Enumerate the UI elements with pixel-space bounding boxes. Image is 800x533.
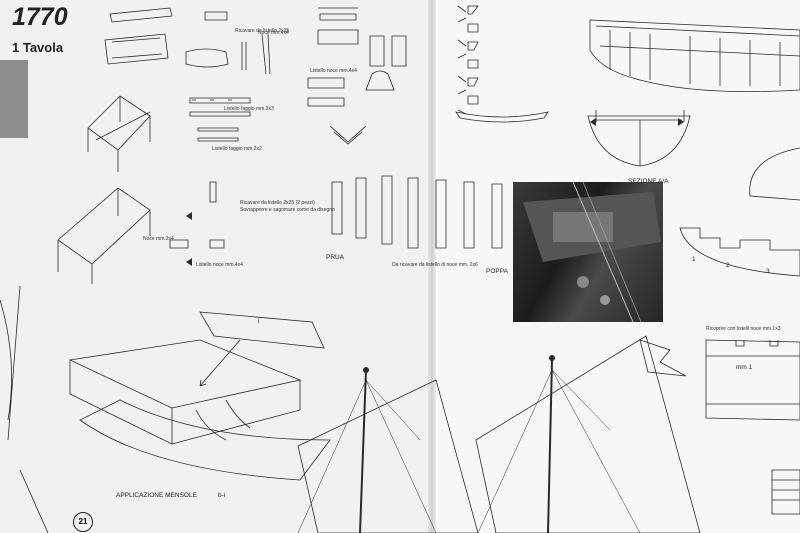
strip-3 [381, 175, 393, 245]
mensole-hull [79, 399, 331, 481]
label-listello-noce-4x4-b: Listello noce mm.4x4 [196, 262, 243, 268]
notched-plank [679, 227, 800, 277]
strip-row-3 [197, 127, 239, 142]
label-faggio-2x2: Listello faggio mm.2x2 [212, 146, 262, 152]
strip-4 [407, 177, 419, 249]
label-ricavare-2-pezzi: Ricavare da listello 2x25 (2 pezzi) [240, 200, 315, 206]
left-edge-line [19, 469, 49, 533]
label-ricavare-2x25: Ricavare da listello 2x25 [235, 28, 290, 34]
chevron-bracket [329, 125, 367, 145]
label-n3: 3 [766, 268, 770, 275]
rigging-left [297, 379, 437, 533]
label-sovrapporre: Sovrapporre e sagomare come da disegno [240, 207, 335, 213]
top-part-block [204, 11, 228, 21]
strip-poppa [491, 183, 503, 249]
small-post-2 [261, 33, 271, 75]
small-post-1 [241, 42, 247, 70]
iso-frame-2 [57, 187, 151, 284]
mast-top-left [363, 367, 369, 373]
left-edge-sail [0, 285, 21, 441]
center-part-c [365, 70, 395, 91]
label-mm1: mm 1 [736, 364, 753, 371]
sail-left [297, 379, 479, 533]
mensole-brackets [195, 399, 251, 441]
strip-prua-2 [355, 177, 367, 239]
top-part-bar [109, 7, 173, 23]
page-fold [428, 0, 436, 533]
arrow-marker-2 [186, 212, 192, 220]
left-page [0, 0, 432, 533]
noce-piece [169, 181, 225, 249]
strip-row-2 [189, 111, 251, 117]
mensole-arrow [199, 339, 241, 387]
label-prua: PRUA [326, 254, 345, 261]
bow-arc [749, 147, 800, 201]
bottom-hatch [771, 469, 800, 515]
mast-right [547, 359, 553, 533]
arrow-marker-3 [590, 118, 596, 126]
center-part-b [369, 35, 407, 67]
pennant [639, 339, 687, 377]
strip-6 [463, 181, 475, 249]
label-callout-i: i [258, 318, 260, 325]
label-ricoprire: Ricoprire con listelli noce mm.1x3 [706, 326, 781, 332]
page-number: 21 [73, 512, 93, 532]
hull-frames [609, 30, 781, 86]
title-tavola: 1 Tavola [12, 40, 64, 55]
title-band [0, 60, 28, 138]
strip-row-1 [189, 97, 251, 104]
knee-series [457, 5, 467, 115]
label-noce-4x4: Noce mm.4x4 [258, 30, 289, 36]
curved-member [455, 111, 549, 123]
label-poppa: POPPA [486, 268, 508, 275]
label-n1: 1 [692, 256, 696, 263]
top-part-frame [104, 33, 169, 65]
center-part-d [307, 77, 345, 107]
label-n2: 2 [726, 262, 730, 269]
photo-content [523, 182, 661, 322]
iso-frame-1 [87, 95, 151, 172]
arrow-marker-4 [678, 118, 684, 126]
label-sezione-aa: SEZIONE A/A [628, 178, 669, 185]
section-aa [587, 115, 691, 167]
hull-profile [589, 19, 800, 93]
strip-prua-1 [331, 181, 343, 235]
center-part-a [317, 7, 359, 45]
mast-left [359, 369, 367, 533]
label-ricavare-noce-2x6: Da ricavare da listello di noce mm. 2x6 [392, 262, 478, 268]
covering-plank [705, 339, 800, 421]
label-listello-noce-4x4-a: Listello noce mm.4x4 [310, 68, 357, 74]
mensole-top [199, 311, 325, 349]
title-year: 1770 [12, 3, 68, 31]
top-part-shape [185, 48, 229, 68]
covering-notches [735, 340, 779, 347]
arrow-marker-1 [186, 258, 192, 266]
label-faggio-3x3: Listello faggio mm.3x3 [224, 106, 274, 112]
label-mensole-code: b-i [218, 492, 226, 499]
detail-photo [513, 182, 663, 322]
sail-right [475, 335, 701, 533]
rigging-right [477, 369, 641, 533]
mast-top-right [549, 355, 555, 361]
label-applicazione-mensole: APPLICAZIONE MENSOLE [116, 492, 197, 499]
label-noce-2x4: Noce mm.2x4 [143, 236, 174, 242]
mensole-box [68, 339, 302, 445]
hull-deck [595, 25, 800, 57]
strip-5 [435, 179, 447, 249]
knee-outlines [467, 5, 479, 105]
